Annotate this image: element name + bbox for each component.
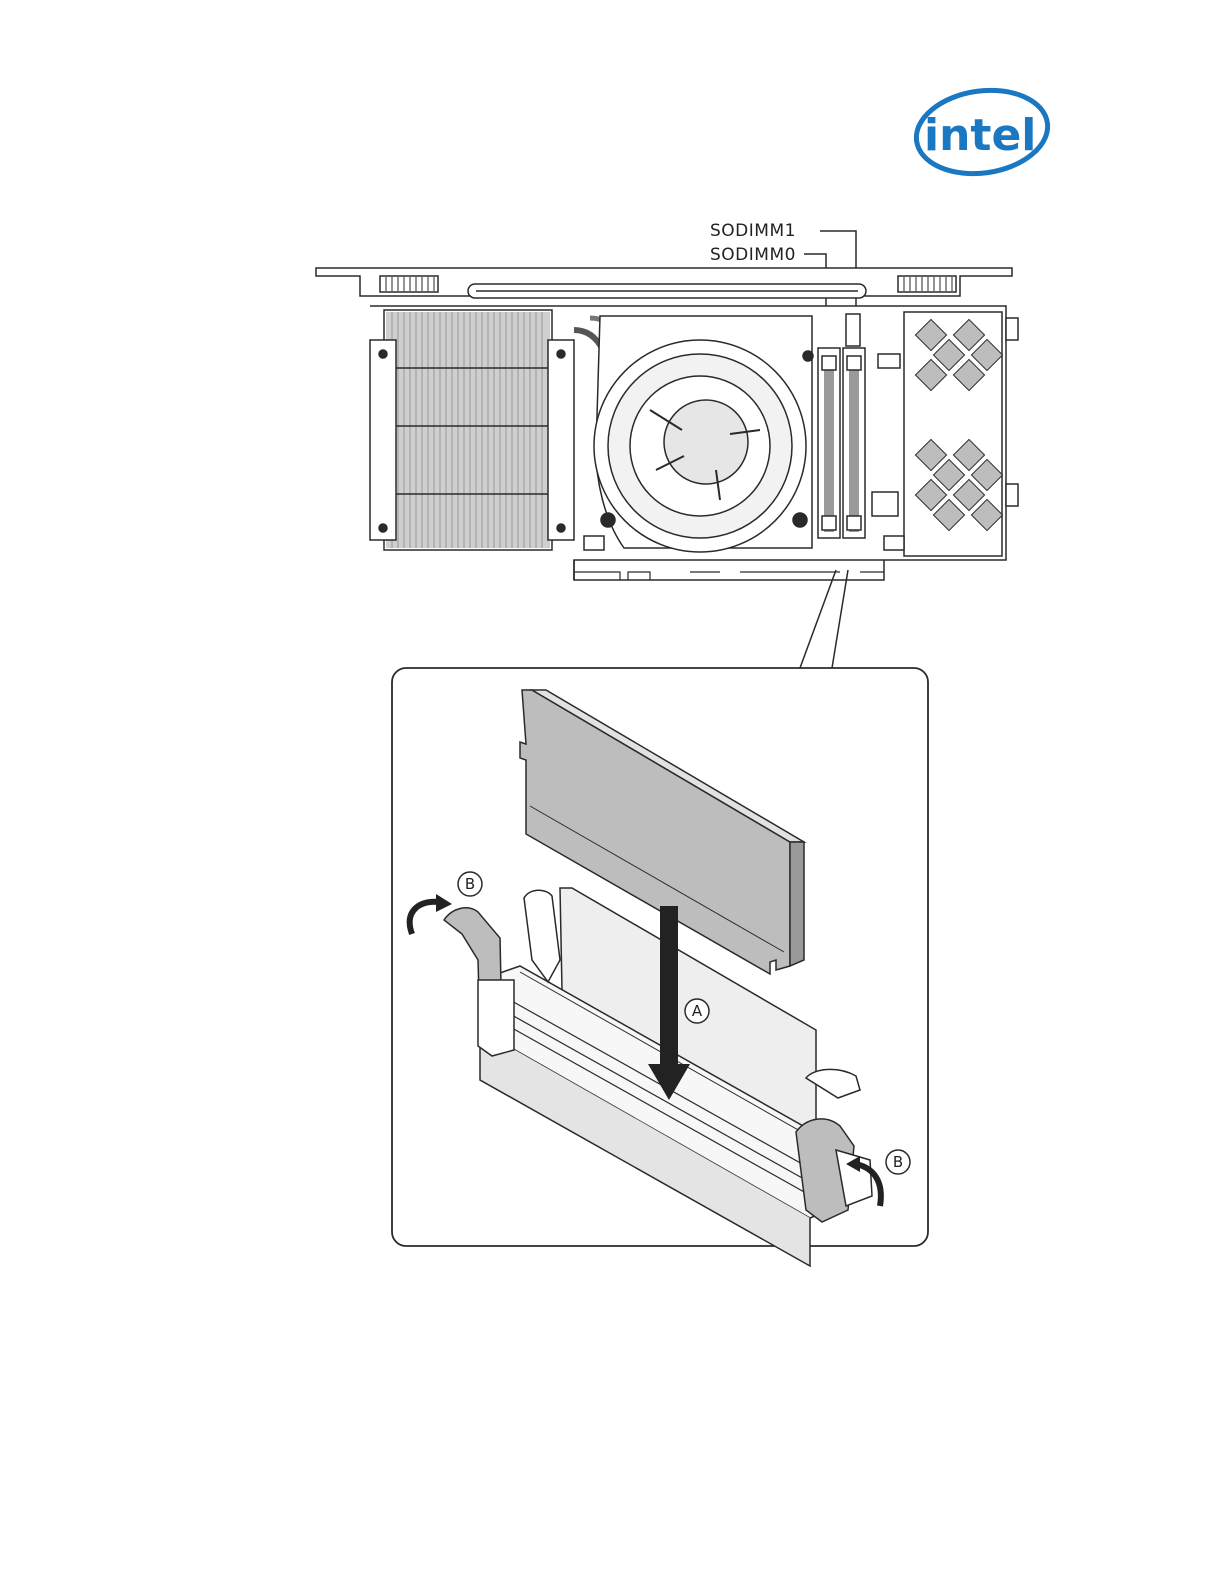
callout-a: A <box>685 999 709 1023</box>
svg-text:A: A <box>692 1002 703 1020</box>
svg-text:B: B <box>893 1153 903 1171</box>
svg-text:B: B <box>465 875 475 893</box>
zoom-leader-right <box>832 570 848 668</box>
zoom-leader-left <box>800 570 836 668</box>
sodimm0-label: SODIMM0 <box>710 245 796 265</box>
svg-text:intel: intel <box>924 110 1036 161</box>
callout-b-left: B <box>458 872 482 896</box>
callout-b-right: B <box>886 1150 910 1174</box>
sodimm1-label: SODIMM1 <box>710 221 796 241</box>
board-top-view <box>316 268 1018 580</box>
intel-logo: intel <box>911 82 1053 182</box>
